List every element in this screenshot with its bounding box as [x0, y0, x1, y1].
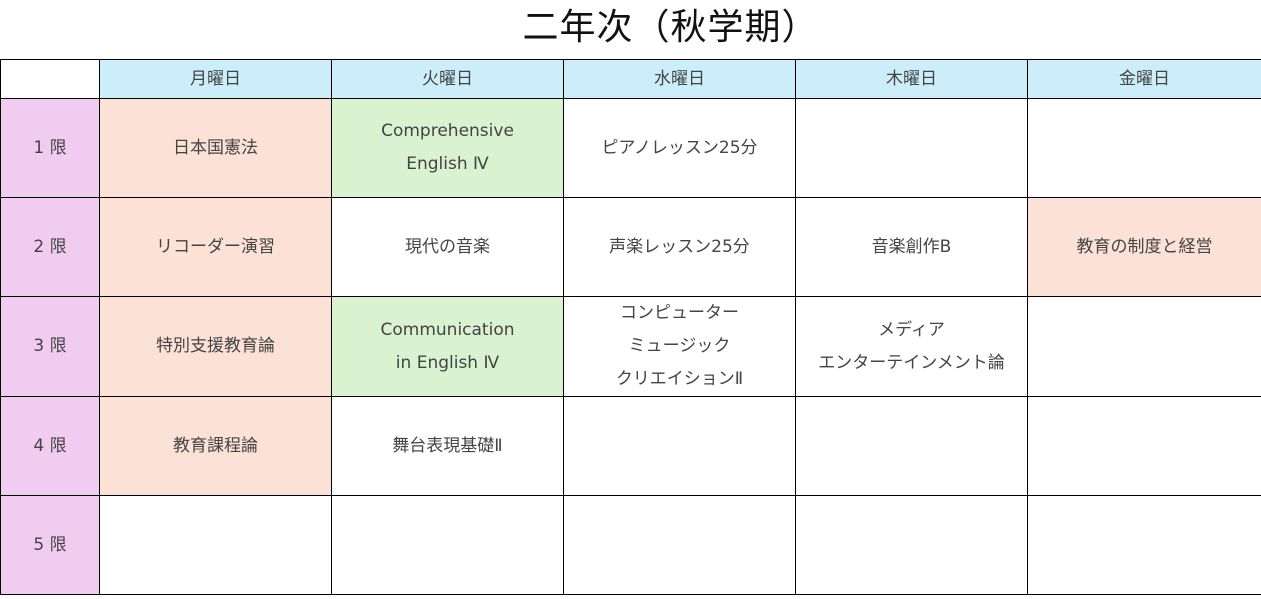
period-row: 2 限 リコーダー演習 現代の音楽 声楽レッスン25分 音楽創作B 教育の制度と経営 [0, 197, 1261, 297]
class-name: 現代の音楽 [405, 236, 490, 257]
header-row: 月曜日 火曜日 水曜日 木曜日 金曜日 [0, 59, 1261, 99]
class-cell-wednesday [563, 396, 796, 496]
class-cell-friday [1027, 396, 1261, 496]
period-label: 3 限 [0, 296, 100, 397]
class-name: 声楽レッスン25分 [609, 236, 750, 257]
class-cell-wednesday: コンピューター ミュージック クリエイションⅡ [563, 296, 796, 397]
class-cell-friday: 教育の制度と経営 [1027, 197, 1261, 297]
class-name: 教育の制度と経営 [1076, 236, 1213, 257]
class-cell-monday: 特別支援教育論 [99, 296, 332, 397]
class-cell-thursday: メディア エンターテインメント論 [795, 296, 1028, 397]
class-cell-thursday: 音楽創作B [795, 197, 1028, 297]
class-cell-monday: リコーダー演習 [99, 197, 332, 297]
period-label: 2 限 [0, 197, 100, 297]
class-cell-friday [1027, 296, 1261, 397]
class-name: メディア エンターテインメント論 [818, 319, 1005, 373]
timetable: 月曜日 火曜日 水曜日 木曜日 金曜日 1 限 日本国憲法 Comprehensiv… [0, 59, 1261, 595]
corner-cell [0, 59, 100, 99]
class-name: ピアノレッスン25分 [601, 137, 758, 158]
class-cell-monday: 日本国憲法 [99, 98, 332, 198]
class-cell-wednesday: ピアノレッスン25分 [563, 98, 796, 198]
class-name: リコーダー演習 [156, 236, 275, 257]
class-cell-monday [99, 495, 332, 595]
class-name: 特別支援教育論 [156, 336, 275, 356]
day-header-monday: 月曜日 [99, 59, 332, 99]
class-cell-wednesday [563, 495, 796, 595]
class-name: 音楽創作B [871, 236, 952, 257]
class-name: Comprehensive English Ⅳ [381, 121, 514, 174]
day-header-tuesday: 火曜日 [331, 59, 564, 99]
day-header-thursday: 木曜日 [795, 59, 1028, 99]
day-header-friday: 金曜日 [1027, 59, 1261, 99]
class-cell-monday: 教育課程論 [99, 396, 332, 496]
class-name: Communication in English Ⅳ [380, 319, 515, 373]
class-cell-tuesday: Comprehensive English Ⅳ [331, 98, 564, 198]
period-row: 1 限 日本国憲法 Comprehensive English Ⅳ ピアノレッスン25… [0, 98, 1261, 198]
class-cell-friday [1027, 495, 1261, 595]
class-name: コンピューター ミュージック クリエイションⅡ [615, 303, 744, 389]
period-row: 4 限 教育課程論 舞台表現基礎Ⅱ [0, 396, 1261, 496]
class-cell-friday [1027, 98, 1261, 198]
class-cell-tuesday: 舞台表現基礎Ⅱ [331, 396, 564, 496]
class-cell-thursday [795, 396, 1028, 496]
class-cell-thursday [795, 98, 1028, 198]
day-header-wednesday: 水曜日 [563, 59, 796, 99]
period-row: 5 限 [0, 495, 1261, 595]
class-cell-wednesday: 声楽レッスン25分 [563, 197, 796, 297]
class-name: 教育課程論 [173, 435, 258, 456]
class-cell-tuesday: Communication in English Ⅳ [331, 296, 564, 397]
period-label: 1 限 [0, 98, 100, 198]
class-name: 舞台表現基礎Ⅱ [392, 435, 503, 456]
page-title: 二年次（秋学期） [522, 7, 819, 48]
class-cell-thursday [795, 495, 1028, 595]
class-cell-tuesday [331, 495, 564, 595]
period-label: 4 限 [0, 396, 100, 496]
class-name: 日本国憲法 [173, 137, 258, 158]
period-row: 3 限 特別支援教育論 Communication in English Ⅳ コンピュ… [0, 296, 1261, 397]
class-cell-tuesday: 現代の音楽 [331, 197, 564, 297]
period-label: 5 限 [0, 495, 100, 595]
